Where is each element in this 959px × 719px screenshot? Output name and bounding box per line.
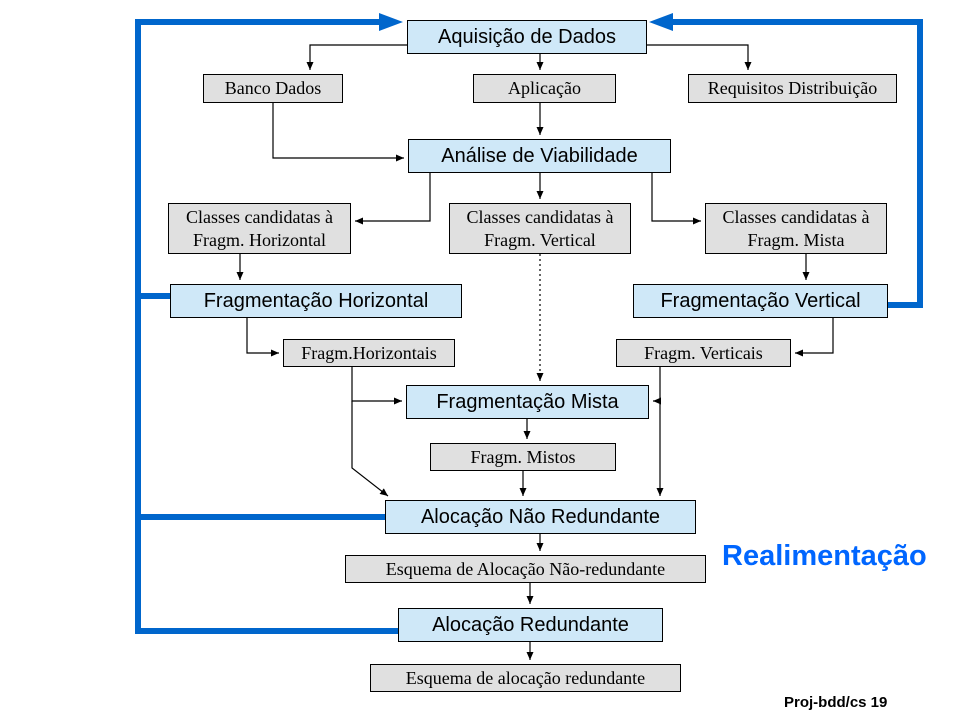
node-classes-candidatas-fragm-mista: Classes candidatas à Fragm. Mista xyxy=(705,203,887,254)
node-alocacao-redundante: Alocação Redundante xyxy=(398,608,663,642)
node-esquema-alocacao-nao-redundante: Esquema de Alocação Não-redundante xyxy=(345,555,706,583)
node-fragm-horizontais: Fragm.Horizontais xyxy=(283,339,455,367)
node-fragm-mistos: Fragm. Mistos xyxy=(430,443,616,471)
node-alocacao-nao-redundante: Alocação Não Redundante xyxy=(385,500,696,534)
node-classes-candidatas-fragm-horizontal: Classes candidatas à Fragm. Horizontal xyxy=(168,203,351,254)
node-analise-de-viabilidade: Análise de Viabilidade xyxy=(408,139,671,173)
feedback-connectors xyxy=(135,13,923,634)
node-fragmentacao-vertical: Fragmentação Vertical xyxy=(633,284,888,318)
node-fragmentacao-mista: Fragmentação Mista xyxy=(406,385,649,419)
node-fragmentacao-horizontal: Fragmentação Horizontal xyxy=(170,284,462,318)
node-classes-candidatas-fragm-vertical: Classes candidatas à Fragm. Vertical xyxy=(449,203,631,254)
node-aquisicao-de-dados: Aquisição de Dados xyxy=(407,20,647,54)
feedback-label: Realimentação xyxy=(722,540,927,572)
node-fragm-verticais: Fragm. Verticais xyxy=(616,339,791,367)
slide-footer: Proj-bdd/cs 19 xyxy=(784,694,888,711)
node-banco-dados: Banco Dados xyxy=(203,74,343,103)
node-requisitos-distribuicao: Requisitos Distribuição xyxy=(688,74,897,103)
flow-connectors xyxy=(236,44,834,660)
node-aplicacao: Aplicação xyxy=(473,74,616,103)
node-esquema-alocacao-redundante: Esquema de alocação redundante xyxy=(370,664,681,692)
